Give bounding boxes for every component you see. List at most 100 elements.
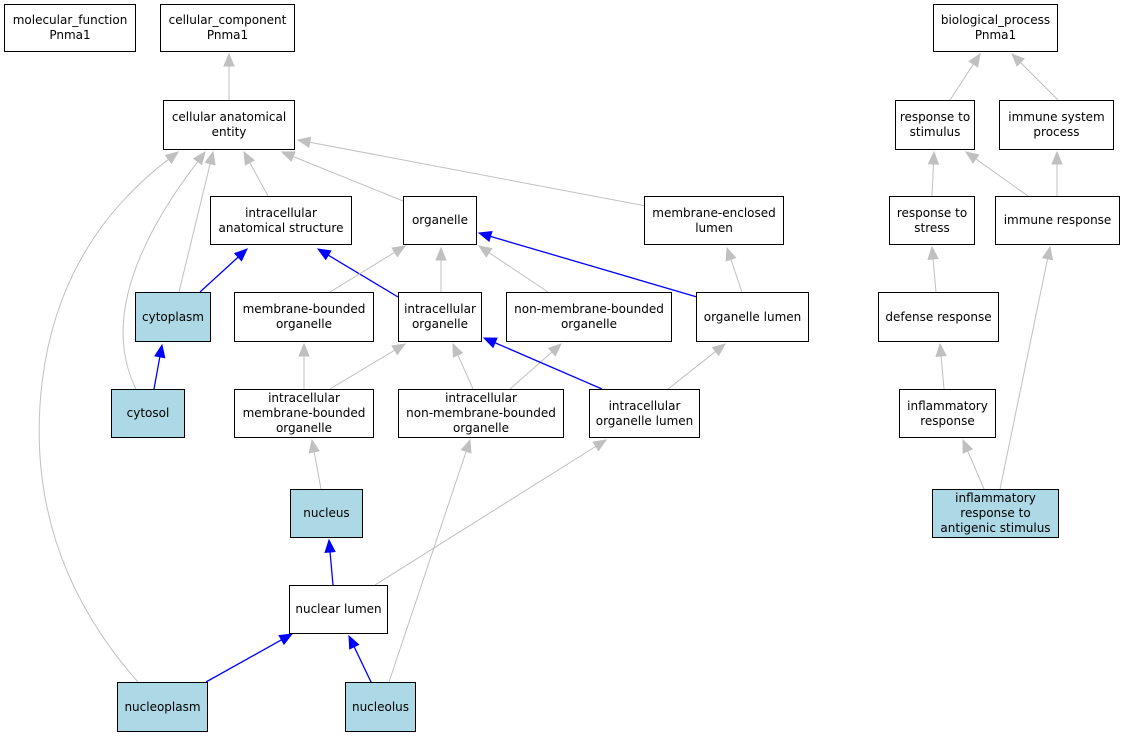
node-non-membrane-bounded-organelle[interactable]: non-membrane-bounded organelle [506, 292, 672, 342]
node-defense-response[interactable]: defense response [878, 292, 999, 342]
edge-arrowhead [233, 248, 248, 262]
edge-inflammatory-response-to-antigenic-stimulus-to-immune-response [999, 245, 1054, 490]
edge-arrowhead [968, 52, 981, 68]
node-cytoplasm[interactable]: cytoplasm [135, 292, 211, 342]
node-cellular-anatomical-entity[interactable]: cellular anatomical entity [163, 100, 295, 150]
edge-arrowhead [204, 150, 216, 166]
edge-line [329, 251, 396, 293]
edge-arrowhead [477, 231, 493, 243]
edge-arrowhead [278, 633, 294, 646]
edge-arrowhead [1041, 245, 1054, 261]
edge-line [249, 162, 269, 197]
node-intracellular-non-membrane-bounded-organelle[interactable]: intracellular non-membrane-bounded organ… [398, 389, 564, 438]
edge-cellular-anatomical-entity-to-cellular-component [223, 52, 235, 100]
edge-arrowhead [243, 150, 256, 166]
edge-intracellular-anatomical-structure-to-cellular-anatomical-entity [243, 150, 269, 197]
edge-line [488, 252, 549, 293]
node-immune-system-process[interactable]: immune system process [999, 100, 1114, 150]
node-membrane-enclosed-lumen[interactable]: membrane-enclosed lumen [644, 196, 784, 245]
edge-immune-response-to-response-to-stimulus [964, 151, 1029, 197]
edge-immune-system-process-to-biological-process [1011, 53, 1059, 101]
edge-arrowhead [962, 438, 974, 454]
node-nucleus[interactable]: nucleus [290, 489, 363, 538]
edge-intracellular-organelle-lumen-to-organelle-lumen [667, 343, 727, 390]
node-inflammatory-response-to-antigenic-stimulus[interactable]: inflammatory response to antigenic stimu… [932, 489, 1059, 538]
edge-arrowhead [391, 343, 407, 356]
edge-line [178, 163, 211, 293]
edge-line [667, 351, 716, 390]
edge-intracellular-organelle-to-intracellular-anatomical-structure [316, 248, 399, 298]
edge-arrowhead [927, 150, 940, 165]
edge-arrowhead [308, 438, 320, 454]
node-cellular-component[interactable]: cellular_component Pnma1 [160, 4, 295, 52]
edge-arrowhead [324, 538, 336, 553]
edge-line [388, 451, 467, 683]
edge-cytoplasm-to-intracellular-anatomical-structure [199, 248, 248, 293]
edge-line [457, 354, 474, 390]
node-membrane-bounded-organelle[interactable]: membrane-bounded organelle [234, 292, 374, 342]
edge-nucleoplasm-to-nuclear-lumen [205, 633, 294, 683]
edge-line [292, 156, 404, 202]
node-cytosol[interactable]: cytosol [111, 389, 185, 438]
edge-organelle-lumen-to-membrane-enclosed-lumen [725, 246, 743, 293]
node-molecular-function[interactable]: molecular_function Pnma1 [4, 4, 136, 52]
node-nucleolus[interactable]: nucleolus [345, 682, 416, 732]
edge-line [199, 256, 239, 293]
edge-line [490, 235, 698, 298]
edge-arrowhead [154, 343, 166, 359]
node-response-to-stimulus[interactable]: response to stimulus [895, 100, 975, 150]
node-intracellular-anatomical-structure[interactable]: intracellular anatomical structure [210, 196, 352, 245]
edge-defense-response-to-response-to-stress [927, 245, 939, 293]
edge-line [1020, 62, 1059, 101]
edge-line [509, 351, 553, 390]
edge-line [730, 259, 743, 293]
edge-intracellular-organelle-to-organelle [435, 246, 447, 292]
edge-arrowhead [964, 151, 980, 164]
edge-intracellular-non-membrane-bounded-organelle-to-intracellular-organelle [452, 342, 474, 390]
edge-line [999, 258, 1049, 490]
node-immune-response[interactable]: immune response [995, 196, 1120, 245]
node-nucleoplasm[interactable]: nucleoplasm [117, 682, 208, 732]
edge-arrowhead [711, 343, 727, 357]
edge-intracellular-membrane-bounded-organelle-to-intracellular-organelle [329, 343, 407, 390]
edge-arrowhead [477, 245, 493, 258]
node-inflammatory-response[interactable]: inflammatory response [899, 389, 996, 438]
node-organelle[interactable]: organelle [403, 196, 477, 245]
edge-arrowhead [1051, 150, 1063, 165]
edge-cytosol-to-cytoplasm [153, 343, 166, 390]
node-biological-process[interactable]: biological_process Pnma1 [933, 4, 1058, 52]
edge-nucleolus-to-intracellular-non-membrane-bounded-organelle [388, 438, 472, 683]
edge-cytoplasm-to-cellular-anatomical-entity [178, 150, 216, 293]
node-response-to-stress[interactable]: response to stress [889, 196, 975, 245]
node-organelle-lumen[interactable]: organelle lumen [696, 292, 809, 342]
edge-line [949, 63, 974, 101]
edge-arrowhead [435, 246, 447, 261]
edge-line [329, 551, 334, 586]
edge-nucleolus-to-nuclear-lumen [348, 634, 372, 683]
edge-line [967, 450, 985, 490]
edge-arrowhead [547, 343, 562, 357]
node-intracellular-membrane-bounded-organelle[interactable]: intracellular membrane-bounded organelle [234, 389, 374, 438]
edge-arrowhead [223, 52, 235, 67]
edge-non-membrane-bounded-organelle-to-organelle [477, 245, 549, 293]
node-intracellular-organelle-lumen[interactable]: intracellular organelle lumen [589, 389, 700, 438]
node-intracellular-organelle[interactable]: intracellular organelle [398, 292, 482, 342]
edge-inflammatory-response-to-defense-response [935, 342, 947, 390]
node-nuclear-lumen[interactable]: nuclear lumen [289, 585, 388, 634]
edge-line [374, 445, 597, 586]
edge-response-to-stress-to-response-to-stimulus [927, 150, 940, 197]
edge-organelle-lumen-to-organelle [477, 231, 698, 298]
edge-line [38, 158, 169, 683]
edge-arrowhead [592, 439, 608, 452]
edge-line [205, 639, 282, 683]
edge-nuclear-lumen-to-intracellular-organelle-lumen [374, 439, 608, 586]
edge-nucleus-to-intracellular-membrane-bounded-organelle [308, 438, 322, 490]
edge-line [494, 342, 603, 390]
edge-arrowhead [296, 136, 312, 148]
edge-line [931, 163, 934, 197]
edge-cytosol-to-cellular-anatomical-entity [122, 150, 206, 390]
edge-intracellular-non-membrane-bounded-organelle-to-non-membrane-bounded-organelle [509, 343, 562, 390]
edge-arrowhead [298, 342, 310, 357]
edge-intracellular-membrane-bounded-organelle-to-membrane-bounded-organelle [298, 342, 310, 389]
